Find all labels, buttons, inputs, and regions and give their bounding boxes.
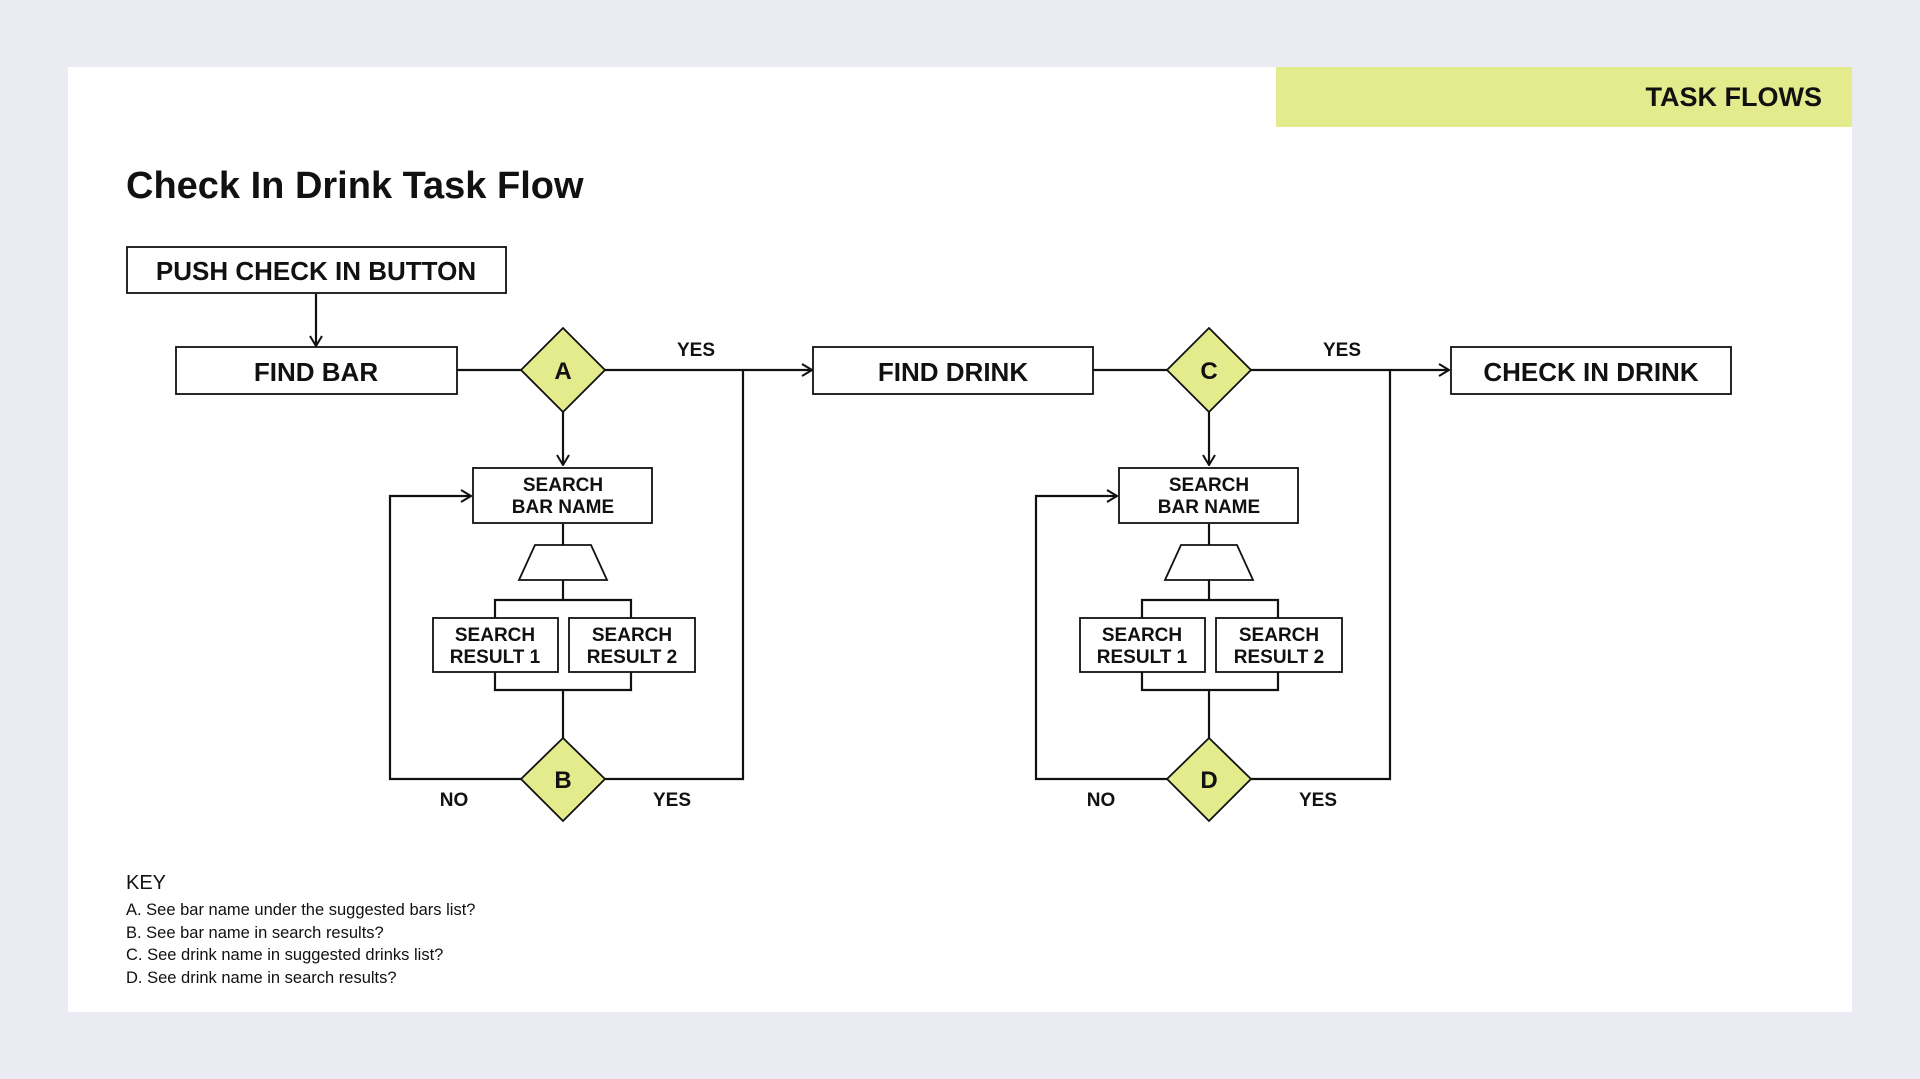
check-in-drink-label: CHECK IN DRINK: [1483, 357, 1698, 387]
search-result-2-line2: RESULT 2: [1234, 647, 1324, 668]
search-result-1-line2: RESULT 1: [1097, 647, 1188, 668]
search-result-1-line1: SEARCH: [1102, 625, 1182, 646]
decision-a: [519, 326, 607, 414]
yes-label-a: YES: [677, 340, 715, 361]
search-result-1-box: [1079, 617, 1206, 673]
search-result-1-box: [432, 617, 559, 673]
connector: [1140, 598, 1280, 618]
decision-b: [519, 736, 607, 823]
search-result-1-line1: SEARCH: [455, 625, 535, 646]
trapezoid-shape: [1163, 544, 1255, 581]
search-bar-name-line2: BAR NAME: [1158, 497, 1260, 518]
connector: [1140, 672, 1280, 692]
no-label-d: NO: [1087, 790, 1116, 811]
search-result-2-line2: RESULT 2: [587, 647, 677, 668]
connector: [493, 598, 633, 618]
connector: [388, 496, 521, 781]
connector: [605, 370, 745, 781]
page-card: [68, 67, 1852, 1012]
yes-label-d: YES: [1299, 790, 1337, 811]
yes-label-c: YES: [1323, 340, 1361, 361]
search-result-2-line1: SEARCH: [1239, 625, 1319, 646]
key-legend: KEY A. See bar name under the suggested …: [126, 872, 475, 989]
yes-label-b: YES: [653, 790, 691, 811]
section-tag-label: TASK FLOWS: [1645, 81, 1822, 112]
check-in-drink-box: [1450, 346, 1732, 395]
search-bar-name-box: [472, 467, 653, 524]
decision-d: [1165, 736, 1253, 823]
section-tag: TASK FLOWS: [1276, 67, 1852, 127]
key-item-b: B. See bar name in search results?: [126, 923, 384, 942]
decision-a-label: A: [554, 358, 571, 385]
page-title: Check In Drink Task Flow: [126, 165, 584, 207]
trapezoid-shape: [517, 544, 609, 581]
decision-d-label: D: [1200, 767, 1217, 794]
connector: [1034, 496, 1167, 781]
search-bar-name-box: [1118, 467, 1299, 524]
find-drink-label: FIND DRINK: [878, 357, 1028, 387]
decision-c: [1165, 326, 1253, 414]
find-bar-label: FIND BAR: [254, 357, 378, 387]
find-drink-box: [812, 346, 1094, 395]
connector: [493, 672, 633, 692]
decision-b-label: B: [554, 767, 571, 794]
search-result-2-box: [568, 617, 696, 673]
key-title: KEY: [126, 872, 167, 894]
start-box: [126, 246, 507, 294]
search-bar-name-line2: BAR NAME: [512, 497, 614, 518]
search-result-2-line1: SEARCH: [592, 625, 672, 646]
search-result-1-line2: RESULT 1: [450, 647, 541, 668]
decision-c-label: C: [1200, 358, 1217, 385]
start-label: PUSH CHECK IN BUTTON: [156, 256, 476, 286]
no-label-b: NO: [440, 790, 469, 811]
find-bar-box: [175, 346, 458, 395]
connector: [1251, 370, 1392, 781]
search-bar-name-line1: SEARCH: [523, 475, 603, 496]
key-item-d: D. See drink name in search results?: [126, 968, 397, 987]
search-result-2-box: [1215, 617, 1343, 673]
key-item-a: A. See bar name under the suggested bars…: [126, 901, 476, 919]
search-bar-name-line1: SEARCH: [1169, 475, 1249, 496]
key-item-c: C. See drink name in suggested drinks li…: [126, 946, 444, 964]
